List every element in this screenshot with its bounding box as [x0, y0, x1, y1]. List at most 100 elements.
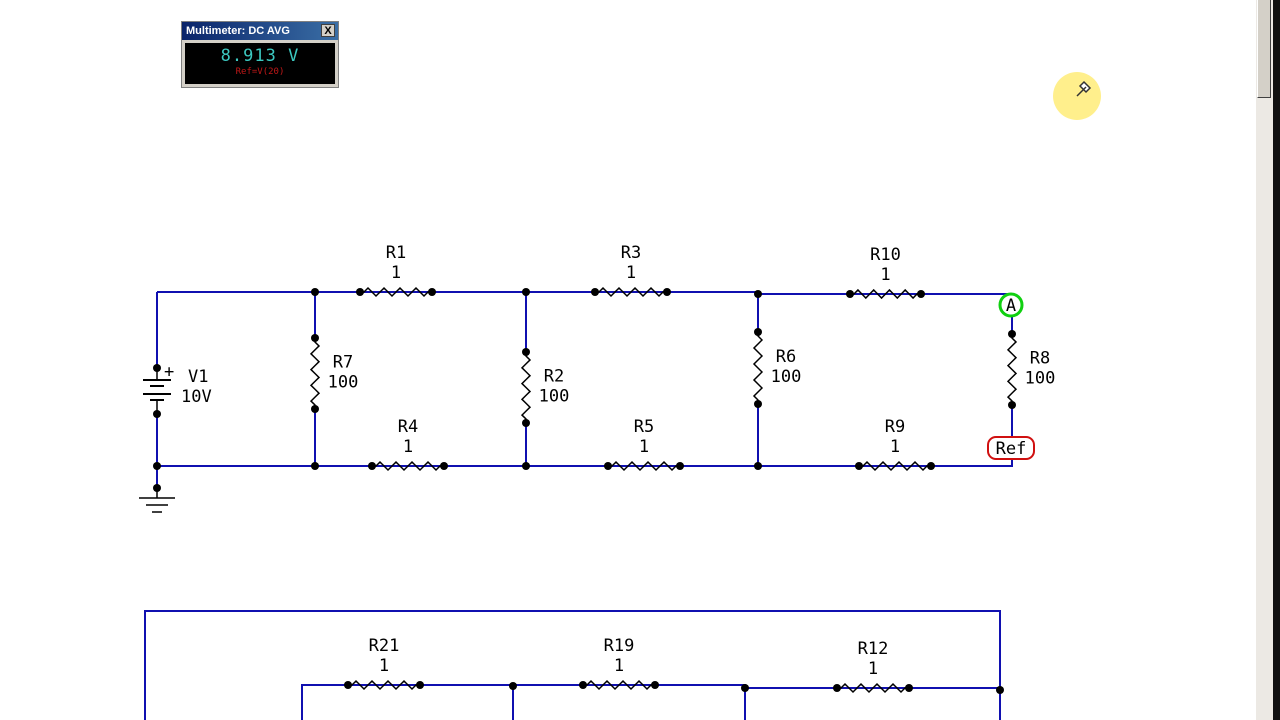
- resistor-symbol: [348, 679, 420, 691]
- resistor-symbol: [372, 460, 444, 472]
- node-dot: [440, 462, 448, 470]
- node-dot: [522, 462, 530, 470]
- resistor-name: R19: [604, 636, 635, 656]
- resistor-value: 1: [391, 263, 401, 283]
- multimeter-title: Multimeter: DC AVG: [186, 25, 290, 37]
- node-dot: [153, 484, 161, 492]
- multimeter-window[interactable]: Multimeter: DC AVG X 8.913 V Ref=V(20): [181, 21, 339, 88]
- node-dot: [311, 405, 319, 413]
- resistor-r5[interactable]: R51: [608, 417, 680, 472]
- node-dot: [754, 328, 762, 336]
- resistor-symbol: [360, 286, 432, 298]
- resistor-value: 1: [639, 437, 649, 457]
- node-dot: [996, 686, 1004, 694]
- wire: [157, 291, 1013, 334]
- node-dot: [1008, 401, 1016, 409]
- node-dot: [509, 682, 517, 690]
- node-dot: [591, 288, 599, 296]
- wire: [144, 610, 1001, 720]
- multimeter-display: 8.913 V Ref=V(20): [185, 43, 335, 84]
- node-dot: [663, 288, 671, 296]
- node-dot: [311, 288, 319, 296]
- node-dot: [356, 288, 364, 296]
- node-dot: [522, 348, 530, 356]
- resistor-value: 100: [1025, 369, 1056, 389]
- node-dot: [428, 288, 436, 296]
- resistor-name: R12: [858, 639, 889, 659]
- probe-cursor: [1053, 72, 1101, 120]
- resistor-symbol: [309, 338, 321, 409]
- polarity-plus: +: [164, 362, 174, 382]
- resistor-symbol: [859, 460, 931, 472]
- node-dot: [905, 684, 913, 692]
- node-dot: [927, 462, 935, 470]
- probe-icon: [1076, 80, 1092, 97]
- multimeter-reading: 8.913 V: [220, 46, 300, 66]
- resistor-value: 1: [890, 437, 900, 457]
- resistor-name: R3: [621, 243, 641, 263]
- source-name: V1: [188, 367, 208, 387]
- resistor-value: 1: [868, 659, 878, 679]
- node-dot: [676, 462, 684, 470]
- node-dot: [153, 462, 161, 470]
- node-dot: [416, 681, 424, 689]
- resistor-r3[interactable]: R31: [595, 243, 667, 298]
- node-dot: [153, 364, 161, 372]
- resistor-name: R8: [1030, 349, 1050, 369]
- resistor-symbol: [1006, 334, 1018, 405]
- wire: [301, 684, 1000, 720]
- resistor-value: 100: [771, 367, 802, 387]
- node-dot: [368, 462, 376, 470]
- wire: [512, 685, 746, 720]
- resistor-value: 100: [539, 387, 570, 407]
- resistor-value: 1: [614, 656, 624, 676]
- node-dot: [651, 681, 659, 689]
- node-dot: [846, 290, 854, 298]
- probe-ref-label: Ref: [996, 439, 1027, 459]
- resistor-symbol: [850, 288, 921, 300]
- probe-ref-marker[interactable]: Ref: [987, 436, 1035, 460]
- resistor-symbol: [595, 286, 667, 298]
- resistor-name: R4: [398, 417, 418, 437]
- node-dot: [579, 681, 587, 689]
- probe-a-marker[interactable]: A: [998, 292, 1024, 318]
- vertical-scrollbar[interactable]: [1256, 0, 1273, 720]
- resistor-name: R7: [333, 353, 353, 373]
- scrollbar-thumb[interactable]: [1257, 0, 1271, 98]
- node-dot: [311, 334, 319, 342]
- multimeter-titlebar[interactable]: Multimeter: DC AVG X: [182, 22, 338, 40]
- source-value: 10V: [181, 387, 212, 407]
- node-dot: [522, 288, 530, 296]
- resistor-r1[interactable]: R11: [360, 243, 432, 298]
- node-dot: [754, 400, 762, 408]
- close-button[interactable]: X: [321, 24, 335, 37]
- node-dot: [344, 681, 352, 689]
- resistor-value: 1: [379, 656, 389, 676]
- resistor-r4[interactable]: R41: [372, 417, 444, 472]
- multimeter-reference: Ref=V(20): [235, 67, 285, 77]
- node-dot: [754, 462, 762, 470]
- node-dot: [754, 290, 762, 298]
- resistor-name: R2: [544, 367, 564, 387]
- node-dot: [522, 419, 530, 427]
- resistor-symbol: [752, 332, 764, 404]
- node-dot: [917, 290, 925, 298]
- resistor-name: R21: [369, 636, 400, 656]
- resistor-symbol: [608, 460, 680, 472]
- resistor-symbol: [583, 679, 655, 691]
- node-dot: [833, 684, 841, 692]
- resistor-value: 100: [328, 373, 359, 393]
- wire: [157, 405, 1013, 467]
- resistor-r9[interactable]: R91: [859, 417, 931, 472]
